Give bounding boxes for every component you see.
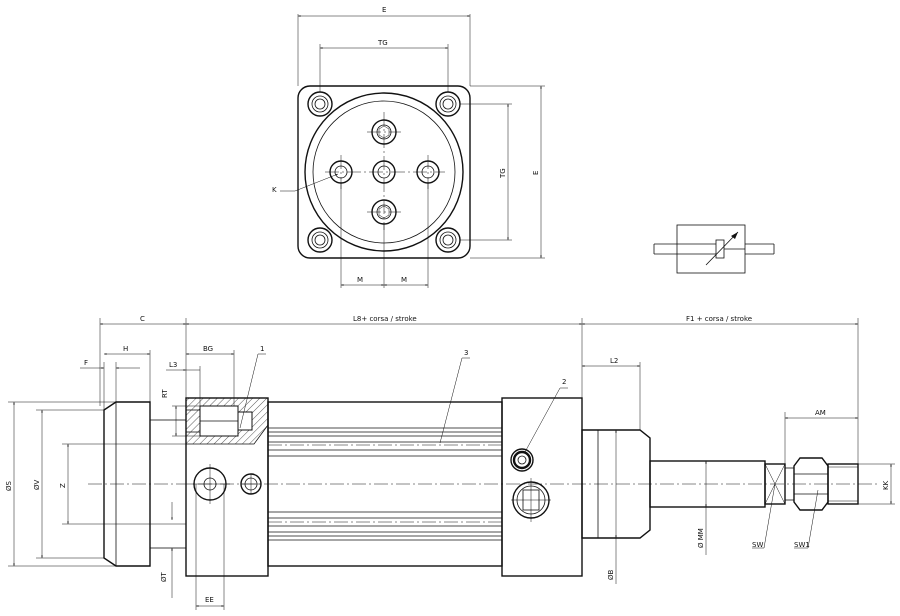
tie-rod-top-left: [307, 91, 333, 117]
tie-rod-bottom-right: [435, 227, 461, 253]
dim-label-l2: L2: [610, 357, 618, 365]
dim-label-t: ØT: [160, 571, 168, 582]
dim-label-rt: RT: [161, 389, 169, 398]
dim-label-e-top: E: [382, 6, 386, 14]
port-rear: [511, 478, 551, 522]
dim-label-e-side: E: [532, 171, 540, 175]
dim-label-f: F: [84, 359, 88, 367]
port-front-small: [240, 473, 262, 495]
dim-label-f1: F1 + corsa / stroke: [686, 315, 752, 323]
pneumatic-cylinder-symbol: [653, 224, 775, 274]
dim-label-h: H: [123, 345, 128, 353]
callout-3: 3: [464, 349, 468, 357]
dim-label-tg-side: TG: [499, 168, 507, 179]
dim-label-ee: EE: [205, 596, 214, 604]
dim-label-kk: KK: [882, 480, 890, 490]
front-view: E TG TG E K M M: [272, 6, 545, 288]
dim-label-m-left: M: [357, 276, 363, 284]
port-front-large: [190, 464, 230, 504]
dim-label-m-right: M: [401, 276, 407, 284]
dim-label-tg-top: TG: [377, 39, 388, 47]
callout-1: 1: [260, 345, 264, 353]
dim-label-s: ØS: [5, 480, 13, 491]
dim-label-k: K: [272, 186, 277, 194]
callout-2: 2: [562, 378, 566, 386]
side-view: C L8+ corsa / stroke F1 + corsa / stroke…: [5, 315, 895, 610]
dim-label-bg: BG: [203, 345, 213, 353]
dim-label-mm: Ø MM: [697, 528, 705, 548]
rear-head: [501, 397, 583, 577]
dim-label-sw1: SW1: [794, 541, 810, 549]
dim-label-sw: SW: [752, 541, 763, 549]
rod-thread: [827, 463, 859, 505]
tie-rod-top-right: [435, 91, 461, 117]
tie-rod-bottom-left: [307, 227, 333, 253]
dim-label-l3: L3: [169, 361, 177, 369]
dim-label-am: AM: [815, 409, 826, 417]
dim-label-v: ØV: [33, 479, 41, 490]
dim-label-c: C: [140, 315, 145, 323]
barrel-profile: [268, 427, 502, 541]
dim-label-b: ØB: [607, 569, 615, 580]
dim-label-l8: L8+ corsa / stroke: [353, 315, 417, 323]
sensor-slot-indicator: [510, 448, 534, 472]
dim-label-z: Z: [59, 483, 67, 488]
